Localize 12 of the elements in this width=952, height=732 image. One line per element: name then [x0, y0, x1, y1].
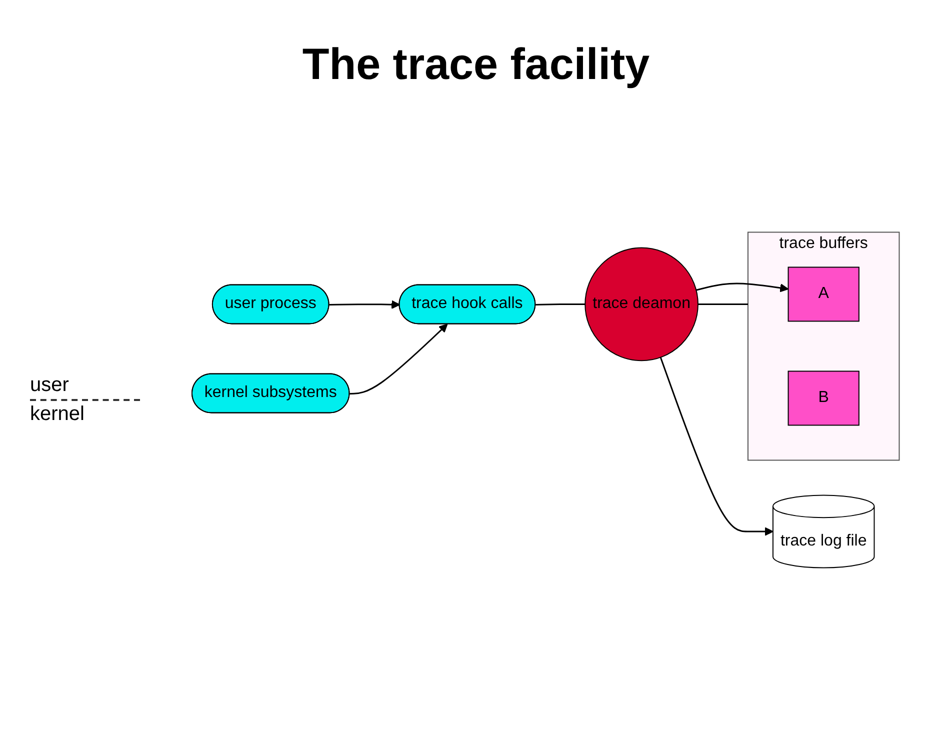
arrow — [660, 357, 774, 536]
node-circle: trace deamon — [585, 247, 699, 362]
zone-label: kernel — [30, 403, 86, 426]
diagram-title: The trace facility — [301, 40, 651, 90]
arrow — [350, 324, 448, 394]
arrow — [696, 282, 790, 292]
node-box: B — [788, 370, 860, 426]
node-box: A — [788, 266, 860, 322]
arrow — [330, 300, 400, 309]
connector — [698, 303, 748, 305]
connector — [536, 303, 586, 306]
zone-label: user — [30, 374, 70, 397]
